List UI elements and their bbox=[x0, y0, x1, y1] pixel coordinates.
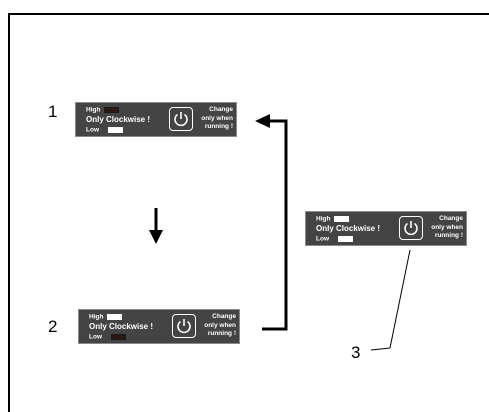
only-clockwise-label: Only Clockwise ! bbox=[86, 115, 151, 124]
high-switch-indicator bbox=[334, 216, 350, 222]
figure-frame bbox=[8, 13, 489, 412]
return-arrow-icon bbox=[255, 114, 288, 331]
note-line-2: only when bbox=[204, 321, 236, 329]
control-panel-step-2: High Only Clockwise ! Low Change only wh… bbox=[78, 309, 240, 344]
power-icon bbox=[172, 314, 196, 338]
low-switch-indicator bbox=[338, 236, 353, 242]
high-label: High bbox=[89, 313, 104, 321]
high-label: High bbox=[316, 215, 331, 223]
change-note: Change only when running ! bbox=[204, 313, 236, 339]
note-line-2: only when bbox=[431, 223, 463, 231]
callout-3-leader-line bbox=[389, 249, 411, 349]
callout-3-leader-tick bbox=[370, 347, 391, 351]
change-note: Change only when running ! bbox=[431, 215, 463, 241]
callout-3-number: 3 bbox=[351, 343, 361, 362]
down-arrow-icon bbox=[149, 208, 163, 244]
note-line-1: Change bbox=[209, 106, 233, 113]
low-label: Low bbox=[316, 235, 329, 243]
low-switch-indicator bbox=[108, 127, 123, 133]
step-2-number: 2 bbox=[48, 317, 58, 336]
note-line-3: running ! bbox=[204, 123, 233, 130]
power-icon bbox=[169, 107, 193, 131]
high-label: High bbox=[86, 106, 101, 114]
note-line-1: Change bbox=[212, 313, 236, 320]
control-panel-detail: High Only Clockwise ! Low Change only wh… bbox=[305, 211, 467, 246]
low-label: Low bbox=[86, 126, 99, 134]
low-row: Low bbox=[89, 334, 126, 341]
control-panel-step-1: High Only Clockwise ! Low Change only wh… bbox=[75, 102, 237, 137]
low-row: Low bbox=[316, 236, 353, 243]
low-switch-indicator bbox=[111, 334, 126, 340]
high-row: High bbox=[316, 215, 350, 223]
only-clockwise-label: Only Clockwise ! bbox=[316, 224, 381, 233]
note-line-1: Change bbox=[439, 215, 463, 222]
only-clockwise-label: Only Clockwise ! bbox=[89, 322, 154, 331]
high-switch-indicator bbox=[107, 314, 123, 320]
step-1-number: 1 bbox=[48, 102, 58, 121]
change-note: Change only when running ! bbox=[201, 106, 233, 132]
high-row: High bbox=[86, 106, 120, 114]
low-label: Low bbox=[89, 333, 102, 341]
high-row: High bbox=[89, 313, 123, 321]
power-icon bbox=[399, 216, 423, 240]
note-line-3: running ! bbox=[434, 232, 463, 239]
note-line-3: running ! bbox=[207, 330, 236, 337]
low-row: Low bbox=[86, 127, 123, 134]
note-line-2: only when bbox=[201, 114, 233, 122]
high-switch-indicator bbox=[104, 107, 120, 113]
